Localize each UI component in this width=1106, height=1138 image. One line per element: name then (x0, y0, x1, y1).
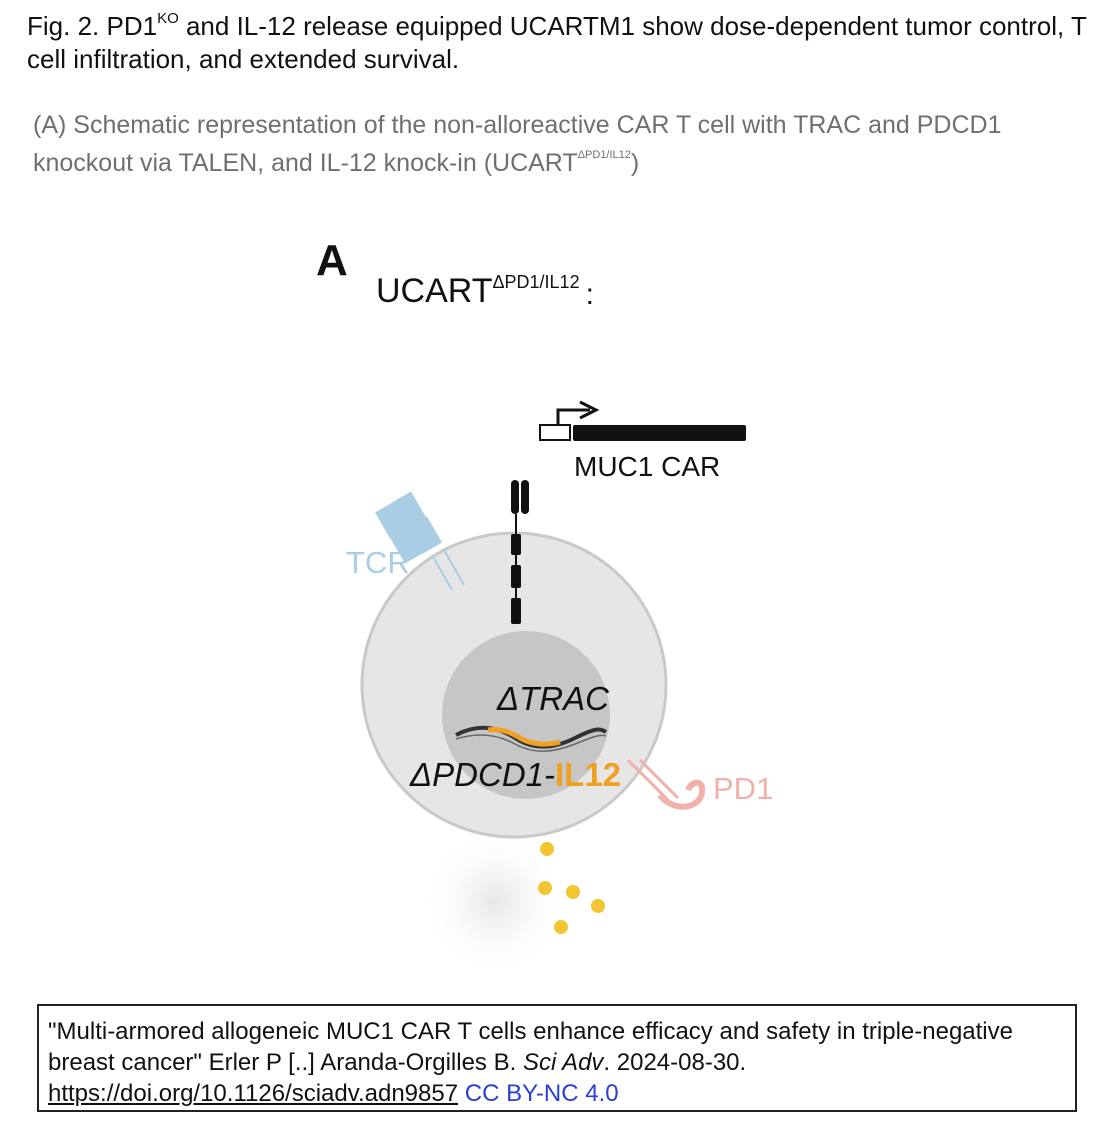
figure-title-rest: and IL-12 release equipped UCARTM1 show … (27, 11, 1087, 74)
pdcd1-label: ΔPDCD1- (409, 756, 555, 793)
pdcd1-il12-label: ΔPDCD1-IL12 (409, 756, 621, 793)
blur-shadow (420, 827, 570, 977)
citation-quote: "Multi-armored allogeneic MUC1 CAR T cel… (48, 1018, 1013, 1076)
transgene-label: MUC1 CAR (574, 451, 720, 482)
figure-caption: (A) Schematic representation of the non-… (33, 106, 1093, 182)
figure-title-superscript: KO (157, 10, 179, 28)
il12-label: IL12 (555, 756, 621, 793)
construct-colon: : (586, 278, 594, 311)
nucleus (442, 631, 610, 799)
panel-a-schematic: A UCARTΔPD1/IL12: MUC1 CAR TCR ΔTRAC ΔPD… (316, 236, 773, 977)
panel-letter: A (316, 236, 348, 285)
citation-date: . 2024-08-30. (603, 1049, 747, 1076)
pd1-label: PD1 (713, 771, 773, 806)
figure-title-prefix: Fig. 2. PD1 (27, 11, 158, 41)
dna-strand-icon (455, 725, 608, 752)
trac-label: ΔTRAC (496, 680, 610, 717)
license-link[interactable]: CC BY-NC 4.0 (464, 1080, 619, 1107)
construct-superscript: ΔPD1/IL12 (493, 272, 580, 292)
tcr-receptor-icon (374, 491, 465, 591)
citation-journal: Sci Adv (522, 1049, 604, 1076)
caption-superscript: ΔPD1/IL12 (577, 148, 631, 161)
transgene-bar (573, 425, 746, 441)
pd1-receptor-icon (626, 758, 706, 810)
caption-main: (A) Schematic representation of the non-… (33, 111, 1002, 177)
tcr-label: TCR (346, 545, 410, 580)
car-receptor-icon (511, 480, 529, 624)
citation-box: "Multi-armored allogeneic MUC1 CAR T cel… (37, 1004, 1077, 1112)
construct-label: UCARTΔPD1/IL12: (376, 272, 594, 311)
promoter-arrow-icon (539, 400, 600, 441)
construct-base: UCART (376, 272, 493, 310)
secreted-il12-icon (538, 842, 605, 934)
doi-link[interactable]: https://doi.org/10.1126/sciadv.adn9857 (48, 1080, 459, 1107)
figure-title: Fig. 2. PD1KO and IL-12 release equipped… (27, 10, 1097, 76)
caption-end: ) (630, 149, 640, 177)
